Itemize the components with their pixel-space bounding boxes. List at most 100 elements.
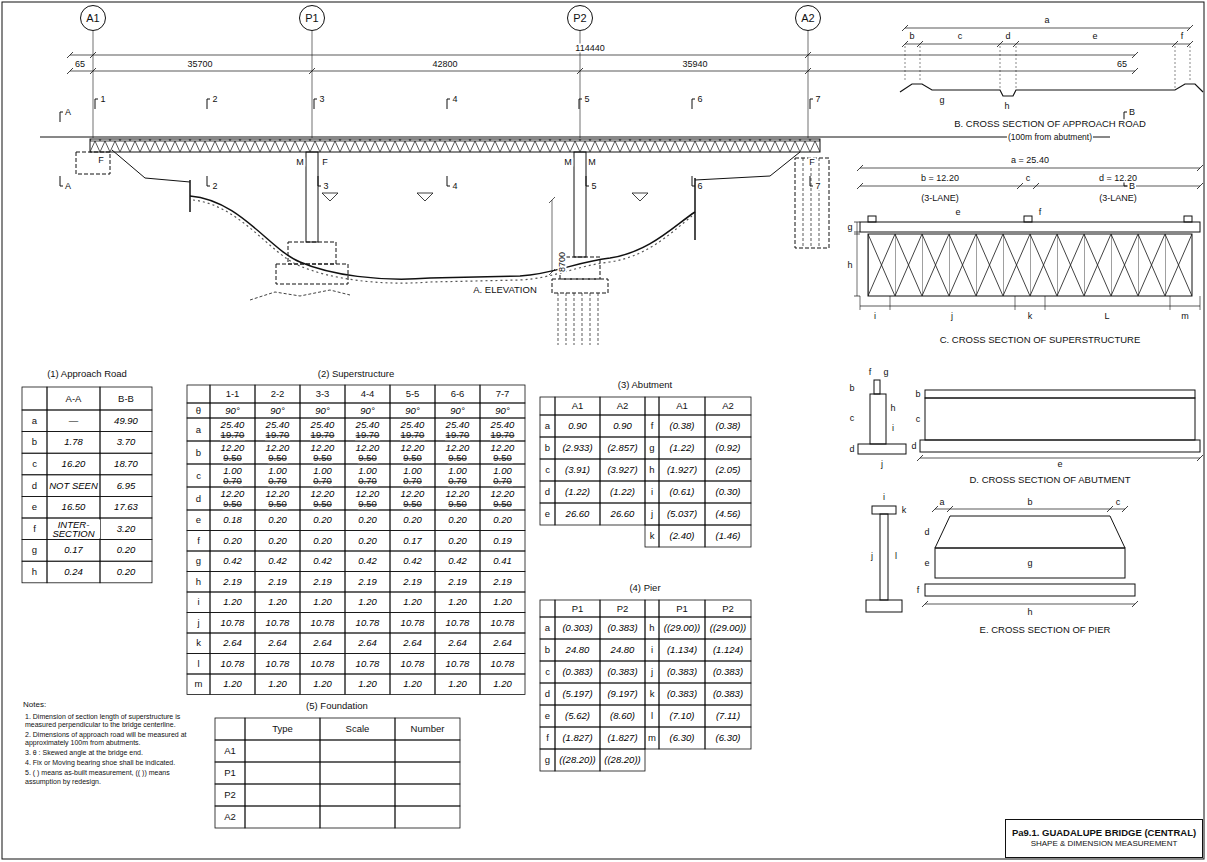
table-rule (187, 385, 210, 403)
table-cell: a (31, 416, 38, 426)
table-cell: (5.037) (666, 509, 698, 519)
table-rule (540, 481, 555, 503)
table-rule (659, 503, 705, 525)
table-cell: 2.19 (222, 577, 243, 587)
table-cell: 10.78 (220, 618, 246, 628)
table-cell: A1 (223, 746, 237, 756)
table-cell: (0.383) (606, 623, 638, 633)
axis-label: P2 (573, 12, 586, 25)
table-rule (210, 464, 255, 487)
table-rule (300, 385, 345, 403)
table-cell: a (195, 425, 202, 435)
table-cell: 19.70 (355, 430, 381, 440)
table-rule (645, 661, 659, 683)
table-rule (645, 459, 659, 481)
table-rule (395, 784, 460, 806)
table-rule (210, 441, 255, 464)
table-rule (210, 613, 255, 634)
table-cell: (0.383) (606, 667, 638, 677)
table-cell: (5.197) (561, 689, 593, 699)
table-cell: (0.383) (712, 667, 744, 677)
table-rule (300, 674, 345, 695)
table-cell: j (650, 667, 654, 677)
table-rule (187, 403, 210, 418)
axis-label: A1 (86, 12, 99, 25)
table-rule (390, 418, 435, 441)
table-rule (435, 592, 480, 613)
table-cell: e (195, 516, 202, 526)
dimension-label: M (295, 158, 305, 167)
table-rule (100, 432, 152, 454)
table-cell: 0.24 (63, 567, 84, 577)
table-cell: 26.60 (565, 509, 591, 519)
table-rule (659, 600, 705, 617)
table-rule (320, 806, 395, 828)
dimension-label: F (808, 158, 816, 167)
table-rule (645, 503, 659, 525)
table-cell: (9.197) (606, 689, 638, 699)
table-cell: (3.91) (564, 465, 591, 475)
table-rule (345, 464, 390, 487)
table-rule (480, 403, 525, 418)
table-rule (390, 613, 435, 634)
table-cell: b (544, 443, 551, 453)
table-rule (255, 633, 300, 654)
table-rule (659, 639, 705, 661)
dimension-letter: e (923, 559, 930, 568)
table-cell: (7.10) (669, 711, 696, 721)
dimension-letter: c (849, 414, 856, 423)
table-cell: b (544, 645, 551, 655)
table-cell: 16.20 (61, 459, 87, 469)
dimension-letter: e (954, 208, 961, 217)
table-cell: 9.50 (357, 453, 378, 463)
table-rule (255, 418, 300, 441)
view-title: (2) Superstructure (317, 369, 396, 379)
table-cell: (0.383) (561, 667, 593, 677)
dimension-label: A (64, 182, 72, 191)
table-cell: A2 (616, 401, 630, 411)
table-rule (320, 740, 395, 762)
table-rule (390, 674, 435, 695)
table-rule (645, 600, 659, 617)
table-rule (540, 727, 555, 749)
table-cell: 90° (449, 406, 465, 416)
table-rule (540, 749, 555, 771)
table-cell: 9.50 (402, 499, 423, 509)
table-cell: 24.80 (610, 645, 636, 655)
view-title: (3) Abutment (617, 380, 673, 390)
dimension-letter: f (1180, 32, 1185, 41)
table-cell: 2.19 (267, 577, 288, 587)
table-cell: 12.20 (490, 443, 516, 453)
table-rule (645, 397, 659, 415)
table-rule (600, 639, 645, 661)
table-cell: 1.00 (267, 466, 288, 476)
table-rule (705, 459, 751, 481)
table-cell: 9.50 (492, 499, 513, 509)
table-rule (210, 633, 255, 654)
table-rule (555, 683, 600, 705)
table-cell: (1.124) (712, 645, 744, 655)
table-rule (555, 639, 600, 661)
table-cell: e (544, 509, 551, 519)
table-rule (705, 661, 751, 683)
table-cell: c (31, 459, 38, 469)
table-rule (22, 496, 47, 518)
table-rule (480, 510, 525, 531)
table-cell: 0.42 (222, 557, 243, 567)
table-cell: g (544, 755, 551, 765)
note-text: 3. θ : Skewed angle at the bridge end. (24, 749, 208, 757)
table-cell: (1.827) (606, 733, 638, 743)
table-cell: 0.20 (267, 516, 288, 526)
table-cell: 1.20 (447, 598, 468, 608)
table-rule (245, 740, 320, 762)
dimension-letter: g (1026, 559, 1033, 568)
table-cell: 9.50 (222, 453, 243, 463)
table-cell: 0.70 (267, 476, 288, 486)
table-cell: 0.20 (312, 536, 333, 546)
table-rule (555, 503, 600, 525)
table-cell: 9.50 (312, 453, 333, 463)
table-cell: A2 (223, 812, 237, 822)
table-rule (245, 784, 320, 806)
table-cell: ((28.20)) (558, 755, 596, 765)
table-cell: 19.70 (490, 430, 516, 440)
